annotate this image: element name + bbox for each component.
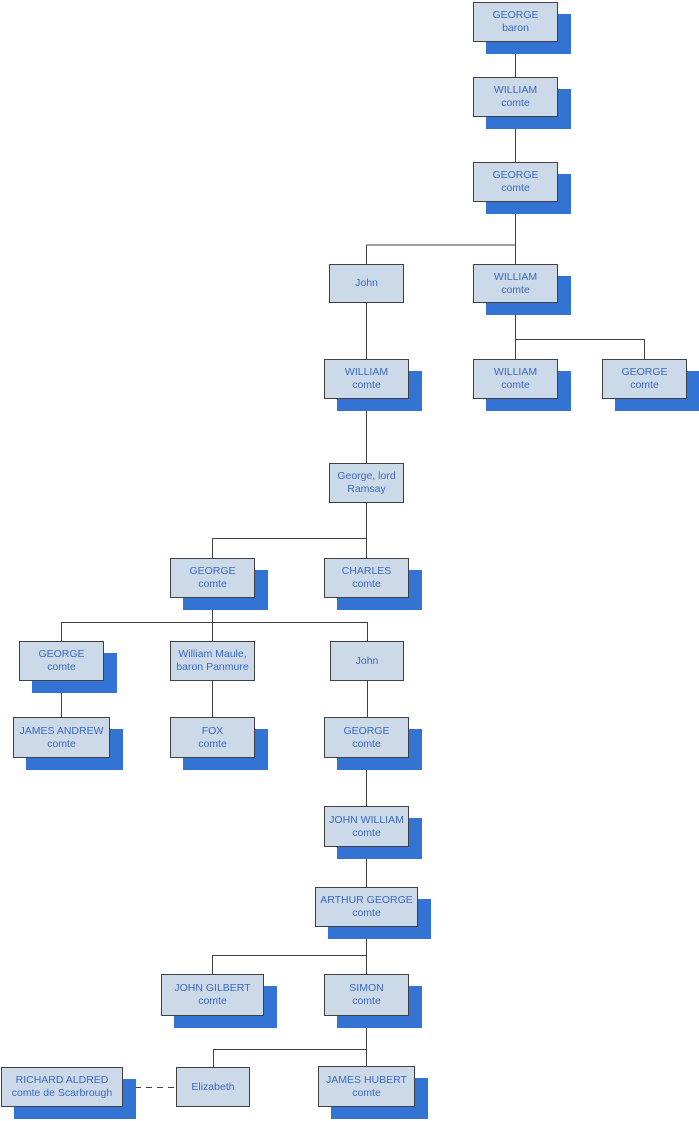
person-title-label: comte — [47, 661, 76, 673]
person-title-label: comte — [501, 283, 530, 296]
person-title-label: baron Panmure — [176, 661, 249, 673]
person-name-label: Elizabeth — [191, 1080, 235, 1093]
person-title-label: comte — [501, 182, 530, 194]
person-title-label: baron — [502, 22, 529, 34]
person-title-label: comte — [198, 737, 227, 750]
person-name-label: WILLIAM — [344, 366, 389, 378]
person-name-label: SIMON — [349, 982, 384, 994]
person-name-label: WILLIAM — [493, 366, 538, 378]
person-name-label: JAMES HUBERT — [326, 1073, 407, 1086]
person-name-label: GEORGE — [343, 724, 390, 737]
person-name-label: WILLIAM — [493, 270, 538, 283]
person-title-label: comte — [630, 379, 659, 391]
person-title-label: comte — [352, 907, 381, 919]
person-name-label: John — [355, 654, 379, 667]
person-name-label: GEORGE — [189, 565, 236, 577]
person-title-label: comte — [501, 97, 530, 109]
tree-node-william-maule: William Maule,baron Panmure — [170, 641, 255, 681]
person-name-label: William Maule, — [178, 648, 247, 660]
person-name-label: ARTHUR GEORGE — [320, 894, 413, 906]
person-name-label: FOX — [201, 724, 224, 737]
person-name-label: CHARLES — [341, 565, 392, 577]
person-title-label: comte — [501, 379, 530, 391]
person-title-label: comte — [352, 737, 381, 750]
tree-node-john-2: John — [330, 641, 404, 681]
person-title-label: comte — [198, 995, 227, 1007]
person-title-label: comte — [352, 826, 381, 839]
person-title-label: comte — [352, 1086, 381, 1099]
person-name-label: JOHN WILLIAM — [329, 813, 404, 826]
person-name-label: GEORGE — [621, 366, 668, 378]
person-title-label: comte — [47, 737, 76, 750]
person-name-label: JOHN GILBERT — [174, 982, 251, 994]
person-title-label: comte — [352, 995, 381, 1007]
tree-node-elizabeth: Elizabeth — [176, 1067, 250, 1107]
person-name-label: RICHARD ALDRED — [15, 1074, 109, 1086]
person-title-label: comte de Scarbrough — [11, 1087, 113, 1099]
person-name-label: GEORGE — [38, 648, 85, 660]
person-name-label: GEORGE — [492, 169, 539, 181]
person-name-label: John — [355, 277, 378, 289]
person-name-label: George, lord — [337, 470, 396, 482]
person-name-label: WILLIAM — [493, 84, 538, 96]
tree-node-john-1: John — [329, 264, 404, 303]
person-title-label: comte — [198, 578, 227, 590]
person-title-label: comte — [352, 379, 381, 391]
person-name-label: GEORGE — [492, 9, 539, 21]
person-name-label: JAMES ANDREW — [19, 724, 104, 737]
person-title-label: comte — [352, 578, 381, 590]
person-title-label: Ramsay — [347, 483, 386, 495]
